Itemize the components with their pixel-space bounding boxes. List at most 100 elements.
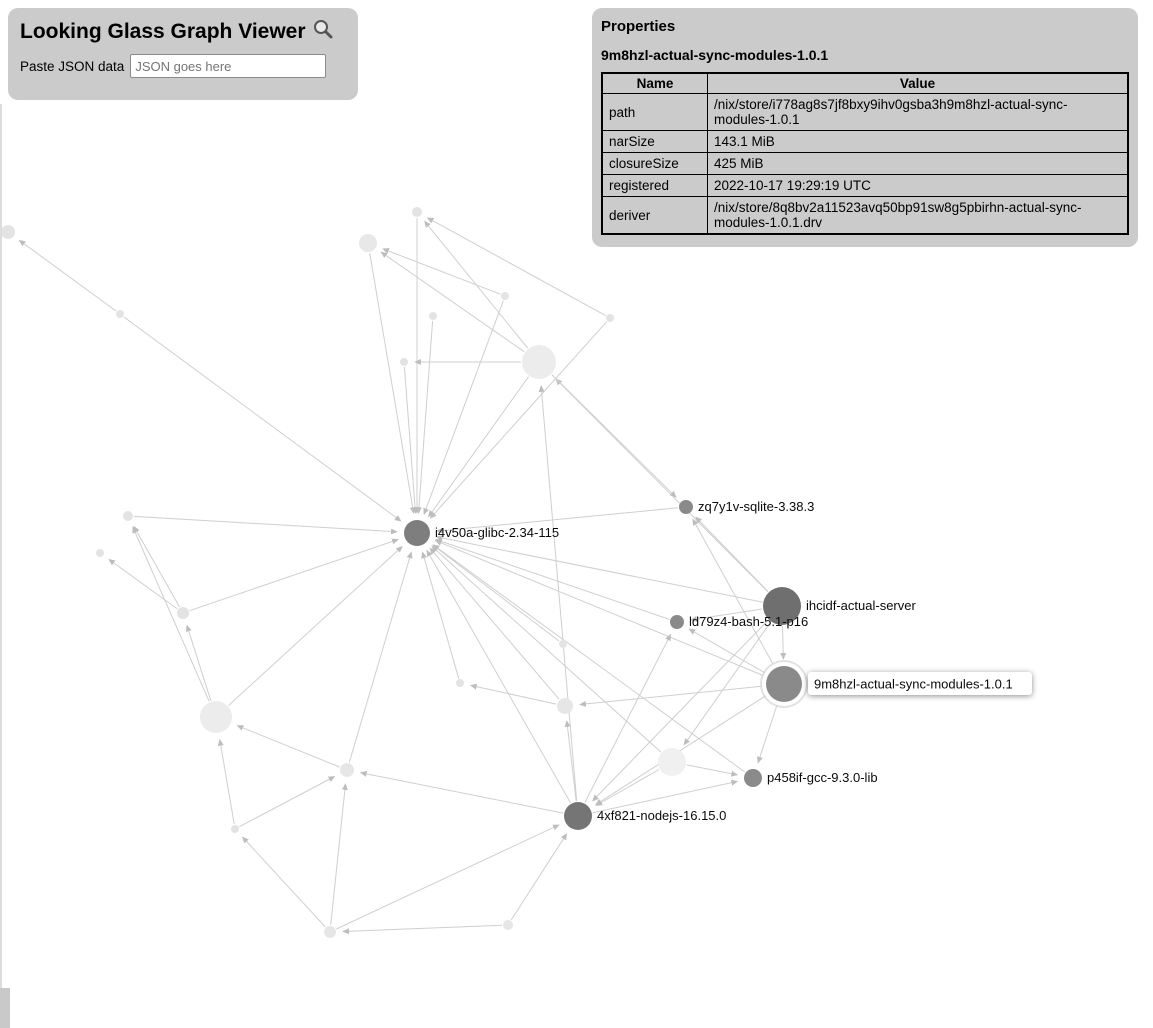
properties-table-body: path/nix/store/i778ag8s7jf8bxy9ihv0gsba3… (601, 93, 1129, 235)
page-title-text: Looking Glass Graph Viewer (20, 20, 306, 43)
graph-edge (403, 366, 419, 514)
graph-node-glibc[interactable] (404, 520, 430, 546)
graph-node-sqlite[interactable] (679, 500, 693, 514)
graph-edge (185, 624, 212, 701)
graph-node-n13[interactable] (200, 701, 232, 733)
graph-node-n18[interactable] (456, 679, 464, 687)
graph-node-n14[interactable] (231, 825, 239, 833)
graph-edge (688, 628, 768, 675)
property-value: 2022-10-17 19:29:19 UTC (707, 174, 1129, 197)
graph-node-n9[interactable] (400, 358, 408, 366)
property-name: deriver (601, 196, 708, 235)
graph-node-n2[interactable] (116, 310, 124, 318)
graph-edge (429, 321, 608, 519)
graph-node-n10[interactable] (123, 511, 133, 521)
graph-node-n1[interactable] (1, 225, 15, 239)
property-value: 425 MiB (707, 152, 1129, 175)
graph-node-n8[interactable] (429, 312, 437, 320)
magnifier-icon (312, 18, 334, 46)
graph-node-n7[interactable] (522, 345, 556, 379)
graph-edge (369, 252, 416, 515)
node-label-gcc: p458if-gcc-9.3.0-lib (767, 770, 878, 785)
graph-edge (434, 540, 767, 678)
paste-json-label: Paste JSON data (20, 58, 125, 74)
graph-edge (780, 625, 787, 660)
graph-edge (592, 619, 769, 802)
graph-edge (686, 764, 739, 777)
graph-node-n15[interactable] (340, 763, 354, 777)
graph-node-n4[interactable] (412, 207, 422, 217)
node-label-glibc: i4v50a-glibc-2.34-115 (435, 525, 559, 540)
scrollbar-corner (0, 988, 10, 1028)
properties-row: deriver/nix/store/8q8bv2a11523avq50bp91s… (601, 196, 1129, 235)
graph-edge (426, 217, 606, 317)
graph-node-n21[interactable] (559, 640, 567, 648)
graph-node-n20[interactable] (658, 748, 686, 776)
graph-edge (426, 549, 572, 804)
graph-edge (217, 738, 235, 825)
graph-edge (133, 525, 180, 608)
graph-edge (429, 547, 560, 700)
graph-node-n19[interactable] (557, 698, 573, 714)
graph-edge (595, 693, 769, 806)
json-input[interactable] (130, 54, 327, 78)
graph-edge (382, 248, 501, 295)
graph-edge (348, 551, 413, 763)
graph-edge (435, 535, 763, 603)
node-label-sqlite: zq7y1v-sqlite-3.38.3 (698, 499, 814, 514)
properties-header-name: Name (601, 72, 708, 94)
graph-edge (695, 516, 769, 592)
graph-edge (228, 545, 403, 706)
graph-nodes (1, 207, 808, 938)
graph-node-nodejs[interactable] (564, 802, 592, 830)
graph-node-n5[interactable] (501, 292, 509, 300)
graph-node-gcc[interactable] (744, 769, 762, 787)
graph-edges (18, 217, 787, 935)
property-name: narSize (601, 130, 708, 153)
graph-node-bash[interactable] (670, 615, 684, 629)
graph-edge (330, 783, 348, 926)
graph-edge (239, 776, 336, 828)
property-value: /nix/store/8q8bv2a11523avq50bp91sw8g5pbi… (707, 196, 1129, 235)
graph-edge (431, 545, 662, 753)
graph-edge (359, 770, 564, 814)
graph-edge (236, 725, 340, 768)
graph-edge (189, 538, 399, 612)
graph-edge (551, 374, 677, 498)
graph-node-n11[interactable] (96, 549, 104, 557)
properties-table: Name Value path/nix/store/i778ag8s7jf8bx… (601, 72, 1129, 235)
graph-edge (757, 701, 779, 764)
property-name: registered (601, 174, 708, 197)
properties-row: path/nix/store/i778ag8s7jf8bxy9ihv0gsba3… (601, 93, 1129, 131)
graph-edge (510, 833, 568, 921)
graph-edge (133, 515, 398, 535)
node-label-bash: ld79z4-bash-5.1-p16 (689, 614, 808, 629)
title-panel: Looking Glass Graph Viewer Paste JSON da… (8, 8, 358, 100)
graph-node-n17[interactable] (503, 920, 513, 930)
graph-edge (584, 633, 672, 803)
property-name: closureSize (601, 152, 708, 175)
graph-edge (415, 320, 434, 514)
graph-node-syncmod[interactable] (766, 666, 802, 702)
graph-node-n12[interactable] (177, 607, 189, 619)
graph-edge (435, 538, 670, 620)
graph-edge (555, 378, 769, 593)
properties-title: Properties (601, 18, 676, 35)
property-value: /nix/store/i778ag8s7jf8bxy9ihv0gsba3h9m8… (707, 93, 1129, 131)
graph-edge (342, 924, 503, 935)
graph-edge (579, 685, 766, 707)
graph-edge (592, 779, 739, 814)
graph-edge (241, 836, 326, 928)
graph-node-n6[interactable] (606, 314, 614, 322)
graph-node-server[interactable] (763, 587, 801, 625)
properties-panel: Properties 9m8hzl-actual-sync-modules-1.… (592, 8, 1138, 247)
property-name: path (601, 93, 708, 131)
graph-edge (424, 220, 528, 349)
graph-node-n3[interactable] (359, 234, 377, 252)
graph-edge (336, 824, 560, 930)
graph-edge (423, 300, 504, 516)
graph-node-n16[interactable] (324, 926, 336, 938)
